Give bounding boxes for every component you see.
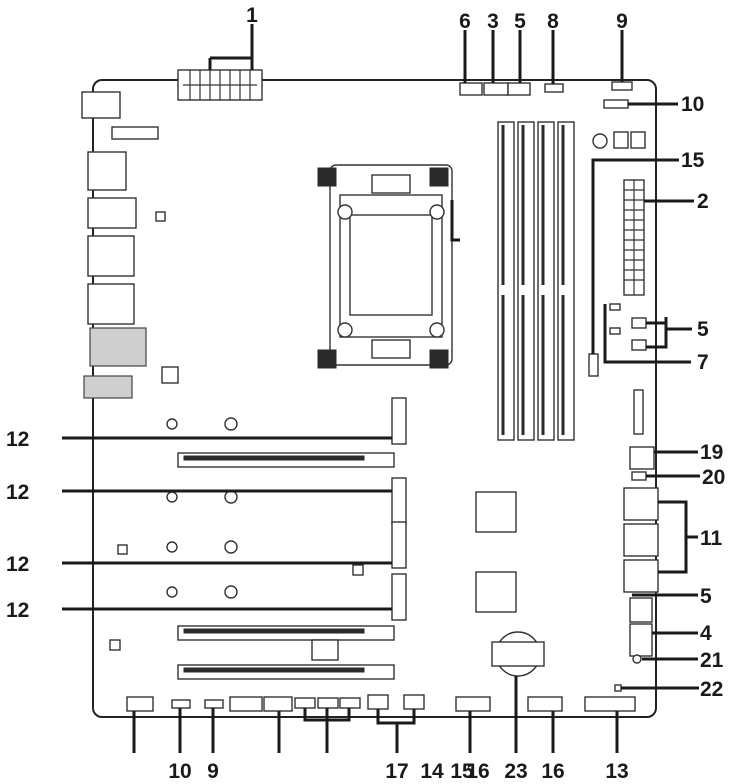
callout-17: 17 [385,760,408,783]
callout-11: 11 [700,527,723,550]
chipset-1 [475,491,517,533]
callout-12-b: 12 [6,481,29,504]
callout-12-d: 12 [6,599,29,622]
pcie-slots [177,452,395,680]
sata-connectors [623,487,659,593]
top-fan-headers [459,81,633,109]
cmos-battery [491,631,545,677]
m2-connector [588,353,599,377]
dimm-slots [497,121,575,441]
cpu-power-connector [177,69,263,101]
callout-13: 13 [605,760,628,783]
callout-15-bottom: 15 [450,760,474,783]
callout-20: 20 [702,466,725,489]
callout-8: 8 [547,10,559,33]
callout-16-b: 16 [541,760,564,783]
callout-19: 19 [700,441,723,464]
callout-7: 7 [697,351,709,374]
callout-9-bottom: 9 [207,760,219,783]
m2-slots [109,397,407,661]
callout-12-c: 12 [6,553,29,576]
callout-3: 3 [487,10,499,33]
callout-4: 4 [700,622,712,645]
atx-power-connector [623,179,645,296]
callout-23: 23 [504,760,527,783]
rear-io-ports [81,91,179,399]
cpu-socket [317,164,460,369]
callout-9-top: 9 [616,10,628,33]
callout-6: 6 [459,10,471,33]
callout-14: 14 [420,760,444,783]
callout-2: 2 [697,190,709,213]
callout-21: 21 [700,649,724,672]
chipset-2 [475,571,517,613]
callout-5-top: 5 [514,10,526,33]
callout-5-right-a: 5 [697,318,709,341]
callout-1: 1 [246,4,258,27]
callout-labels: 1 6 3 5 8 9 10 15 2 5 7 19 20 11 5 4 21 … [6,4,725,783]
callout-10-bottom: 10 [168,760,191,783]
callout-22: 22 [700,678,723,701]
leader-lines [62,24,700,753]
callout-10-right: 10 [681,93,704,116]
callout-15-right: 15 [681,149,705,172]
callout-16-a: 16 [466,760,489,783]
callout-12-a: 12 [6,428,29,451]
bottom-headers [126,694,636,712]
callout-5-right-b: 5 [700,585,712,608]
